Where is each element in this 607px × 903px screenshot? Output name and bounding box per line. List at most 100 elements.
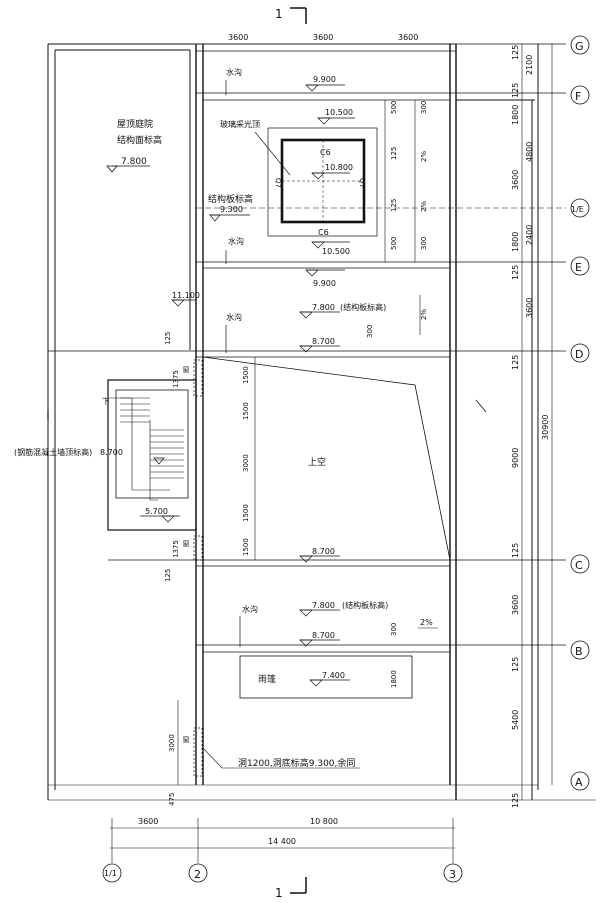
roof-court-level: 7.800 — [121, 157, 147, 167]
level-8700-b: 8.700 — [312, 631, 335, 640]
dim-top-3: 3600 — [398, 33, 418, 42]
svg-text:D: D — [575, 348, 583, 361]
level-9300: 9.300 — [220, 205, 243, 214]
skylight-label: 玻璃采光顶 — [220, 119, 260, 129]
dim-right-1: 125 — [511, 45, 520, 60]
dim-1375-top: 1375 — [172, 370, 180, 388]
canopy-label: 雨篷 — [258, 673, 276, 685]
dim-300-top: 300 — [420, 101, 428, 114]
axis-c: C — [570, 554, 590, 574]
dim-1500-4: 1500 — [242, 538, 250, 556]
hole-note: 洞1200,洞底标高9.300,余同 — [238, 757, 355, 769]
dim-right-13: 125 — [511, 543, 520, 558]
gutter-label-2: 水沟 — [228, 236, 244, 246]
dim-top-2: 3600 — [313, 33, 333, 42]
dim-125-sky2: 125 — [390, 199, 398, 212]
dim-bottom-1: 3600 — [138, 817, 158, 826]
dim-1500-2: 1500 — [242, 402, 250, 420]
level-5700: 5.700 — [145, 507, 168, 516]
dim-1375-bottom: 1375 — [172, 540, 180, 558]
level-9900-bottom: 9.900 — [313, 279, 336, 288]
dim-right-11: 125 — [511, 355, 520, 370]
svg-text:B: B — [575, 645, 583, 658]
svg-text:1/E: 1/E — [571, 205, 584, 214]
dim-125-d-left: 125 — [164, 332, 172, 345]
level-10800: 10.800 — [325, 163, 353, 172]
dim-right-12: 9000 — [511, 448, 520, 468]
axis-b: B — [570, 640, 590, 660]
level-7800-cb: 7.800 — [312, 601, 335, 610]
level-8700-c: 8.700 — [312, 547, 335, 556]
dim-bottom-2: 10 800 — [310, 817, 338, 826]
roof-court-level-label: 结构面标高 — [117, 134, 162, 146]
axis-d: D — [570, 343, 590, 363]
dim-3000-window: 3000 — [168, 734, 176, 752]
window-label-3: 窗 — [182, 735, 190, 744]
dim-1500-1: 1500 — [242, 366, 250, 384]
dim-right-10: 3600 — [525, 298, 534, 318]
slope-sky2: 2% — [420, 201, 428, 212]
svg-text:F: F — [575, 90, 581, 103]
slab-level-label-9300: 结构板标高 — [208, 193, 253, 205]
dim-125-sky1: 125 — [390, 147, 398, 160]
dim-total: 30900 — [541, 415, 550, 440]
dim-500-bottom: 500 — [390, 237, 398, 250]
axis-a: A — [570, 771, 590, 791]
level-7400: 7.400 — [322, 671, 345, 680]
svg-text:1/1: 1/1 — [104, 869, 117, 878]
dim-475: 475 — [168, 793, 176, 806]
dim-125-c-left: 125 — [164, 569, 172, 582]
slope-sky1: 2% — [420, 151, 428, 162]
slope-ed: 2% — [420, 309, 428, 320]
stair-down-label: 下 — [102, 397, 110, 406]
svg-text:C: C — [575, 559, 583, 572]
dim-right-14: 3600 — [511, 595, 520, 615]
svg-text:E: E — [575, 261, 582, 274]
level-10500-top: 10.500 — [325, 108, 353, 117]
level-8700-wall: 8.700 — [100, 448, 123, 457]
dim-300-bottom: 300 — [420, 237, 428, 250]
dim-top-1: 3600 — [228, 33, 248, 42]
slab-level-paren-ed: (结构板标高) — [340, 302, 386, 312]
axis-e: E — [570, 256, 590, 276]
level-10500-bottom: 10.500 — [322, 247, 350, 256]
level-7800-ed: 7.800 — [312, 303, 335, 312]
dim-right-6: 3600 — [511, 170, 520, 190]
dim-bottom-3: 14 400 — [268, 837, 296, 846]
roof-court-label: 屋顶庭院 — [117, 118, 153, 130]
dim-right-17: 125 — [511, 793, 520, 808]
dim-1500-3: 1500 — [242, 504, 250, 522]
window-label-2: 窗 — [182, 539, 190, 548]
svg-text:2: 2 — [194, 868, 201, 881]
dim-300-ed: 300 — [366, 325, 374, 338]
dim-right-15: 125 — [511, 657, 520, 672]
void-label: 上空 — [308, 456, 326, 468]
slab-level-paren-cb: (结构板标高) — [342, 600, 388, 610]
dim-right-16: 5400 — [511, 710, 520, 730]
level-11100: 11.100 — [172, 291, 200, 300]
gutter-label-top: 水沟 — [226, 67, 242, 77]
dim-500-top: 500 — [390, 101, 398, 114]
skylight-q7-left: Q7 — [274, 178, 282, 188]
svg-text:A: A — [575, 776, 583, 789]
gutter-label-3: 水沟 — [226, 312, 242, 322]
dim-right-4: 1800 — [511, 105, 520, 125]
axis-g: G — [570, 35, 590, 55]
svg-text:3: 3 — [449, 868, 456, 881]
window-label-1: 窗 — [182, 365, 190, 374]
axis-1-1: 1/1 — [102, 818, 122, 883]
skylight-q7-right: Q7 — [358, 178, 366, 188]
section-mark-top: 1 — [275, 7, 283, 21]
level-9900-top: 9.900 — [313, 75, 336, 84]
axis-1e: 1/E — [570, 198, 590, 218]
axis-2: 2 — [188, 818, 208, 883]
skylight-c6-bottom: C6 — [318, 228, 329, 237]
section-mark-bottom: 1 — [275, 886, 283, 900]
dim-right-2: 2100 — [525, 55, 534, 75]
svg-text:G: G — [575, 40, 584, 53]
level-8700-d: 8.700 — [312, 337, 335, 346]
skylight-c6-top: C6 — [320, 148, 331, 157]
gutter-label-4: 水沟 — [242, 604, 258, 614]
axis-f: F — [570, 85, 590, 105]
